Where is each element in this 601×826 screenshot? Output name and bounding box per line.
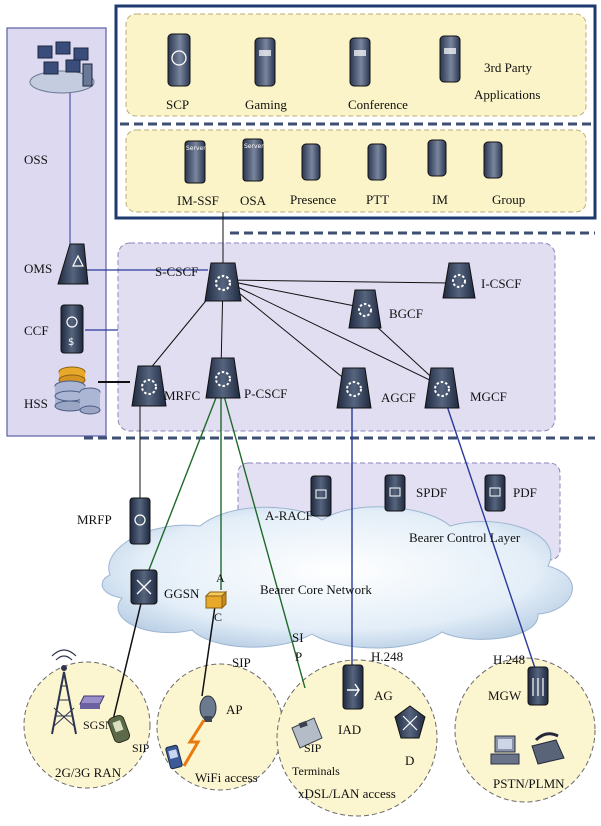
- agcf-icon: [336, 367, 372, 409]
- xdsl-access-circle: [276, 659, 438, 817]
- wifi-signal-icon: [182, 719, 206, 767]
- conference-label: Conference: [348, 97, 408, 112]
- ran-label: 2G/3G RAN: [55, 765, 122, 780]
- bgcf-icon: [348, 289, 382, 329]
- bearer-core-network-label: Bearer Core Network: [260, 582, 372, 597]
- mgcf-label: MGCF: [470, 389, 507, 404]
- mgcf-icon: [424, 367, 460, 409]
- service-panel: [125, 129, 587, 213]
- hss-label: HSS: [24, 396, 48, 411]
- ggsn-label: GGSN: [164, 586, 200, 601]
- ggsn-icon: [130, 569, 158, 605]
- oss-panel: [6, 27, 107, 437]
- sip-vertical-label-1: SI: [292, 630, 304, 645]
- ptt-icon: [367, 143, 387, 181]
- im-label: IM: [432, 192, 448, 207]
- im-icon: [427, 139, 447, 177]
- ag-icon: [342, 664, 364, 710]
- oms-icon: [57, 243, 89, 285]
- scp-icon: [167, 33, 191, 87]
- i-cscf-label: I-CSCF: [481, 276, 521, 291]
- ran-handset-icon: [107, 714, 131, 744]
- mrfc-icon: [131, 365, 167, 407]
- s-cscf-icon: [204, 262, 242, 302]
- pstn-access-circle: [454, 657, 596, 803]
- a-racf-icon: [310, 475, 332, 517]
- sgsn-icon: [79, 695, 105, 709]
- bgcf-label: BGCF: [389, 306, 423, 321]
- iad-label: IAD: [338, 722, 361, 737]
- scp-label: SCP: [166, 97, 189, 112]
- im-ssf-label: IM-SSF: [177, 193, 219, 208]
- ccf-icon: $: [60, 304, 84, 354]
- mgw-icon: [527, 666, 549, 706]
- oss-computers-icon: [29, 41, 95, 94]
- ag-label: AG: [374, 688, 393, 703]
- ac-label-c: C: [214, 610, 222, 624]
- mgw-label: MGW: [488, 688, 522, 703]
- h248-left-label: H.248: [371, 649, 403, 664]
- group-icon: [483, 141, 503, 179]
- sip-terminal-label: SIP: [304, 741, 322, 755]
- sgsn-label: SGSN: [83, 718, 114, 732]
- p-cscf-icon: [205, 357, 241, 399]
- iad-icon: [394, 705, 426, 739]
- bearer-control-layer-label: Bearer Control Layer: [409, 530, 521, 545]
- svg-text:$: $: [68, 337, 74, 348]
- im-ssf-server-icon: Server: [184, 140, 206, 184]
- pstn-label: PSTN/PLMN: [493, 776, 565, 791]
- osa-server-icon: Server: [242, 138, 264, 182]
- osa-label: OSA: [240, 193, 267, 208]
- agcf-label: AGCF: [381, 390, 416, 405]
- ptt-label: PTT: [366, 192, 389, 207]
- ap-label: AP: [226, 702, 243, 717]
- spdf-icon: [384, 474, 406, 512]
- iad-d-label: D: [405, 753, 414, 768]
- oms-label: OMS: [24, 261, 52, 276]
- wifi-handset-icon: [165, 744, 183, 770]
- mrfp-label: MRFP: [77, 512, 112, 527]
- h248-right-label: H.248: [493, 652, 525, 667]
- sip-vertical-label-2: P: [295, 649, 302, 664]
- third-party-label-1: 3rd Party: [484, 60, 533, 75]
- svg-text:Server: Server: [186, 145, 206, 152]
- mrfp-icon: [129, 497, 151, 545]
- ac-label-a: A: [216, 571, 225, 585]
- presence-icon: [301, 143, 321, 181]
- sip-phone-icon: [291, 717, 323, 749]
- spdf-label: SPDF: [416, 485, 447, 500]
- terminals-label: Terminals: [292, 764, 340, 778]
- hss-database-icon: [54, 366, 101, 415]
- access-point-icon: [199, 695, 217, 722]
- ccf-label: CCF: [24, 323, 49, 338]
- svg-text:Server: Server: [244, 143, 264, 150]
- cell-tower-icon: [51, 649, 77, 735]
- gaming-icon: [254, 37, 276, 87]
- s-cscf-label: S-CSCF: [155, 264, 198, 279]
- sip-ran-label: SIP: [132, 741, 150, 755]
- bearer-core-cloud: [101, 506, 573, 649]
- mrfc-label: MRFC: [164, 388, 200, 403]
- pstn-computer-icon: [490, 735, 520, 765]
- sip-wifi-label: SIP: [232, 655, 251, 670]
- ac-box-icon: [204, 590, 228, 610]
- links: [69, 90, 536, 721]
- a-racf-label: A-RACF: [265, 508, 313, 523]
- third-party-label-2: Applications: [474, 87, 540, 102]
- xdsl-access-label: xDSL/LAN access: [298, 786, 396, 801]
- pdf-label: PDF: [513, 485, 537, 500]
- third-party-icon: [439, 35, 461, 83]
- group-label: Group: [492, 192, 525, 207]
- gaming-label: Gaming: [245, 97, 287, 112]
- presence-label: Presence: [290, 192, 336, 207]
- pdf-icon: [484, 474, 506, 512]
- i-cscf-icon: [442, 262, 476, 299]
- pstn-phone-icon: [531, 732, 565, 765]
- wifi-access-label: WiFi access: [195, 770, 258, 785]
- conference-icon: [349, 37, 371, 87]
- oss-label: OSS: [24, 152, 48, 167]
- ran-access-circle: [23, 661, 151, 789]
- p-cscf-label: P-CSCF: [244, 386, 287, 401]
